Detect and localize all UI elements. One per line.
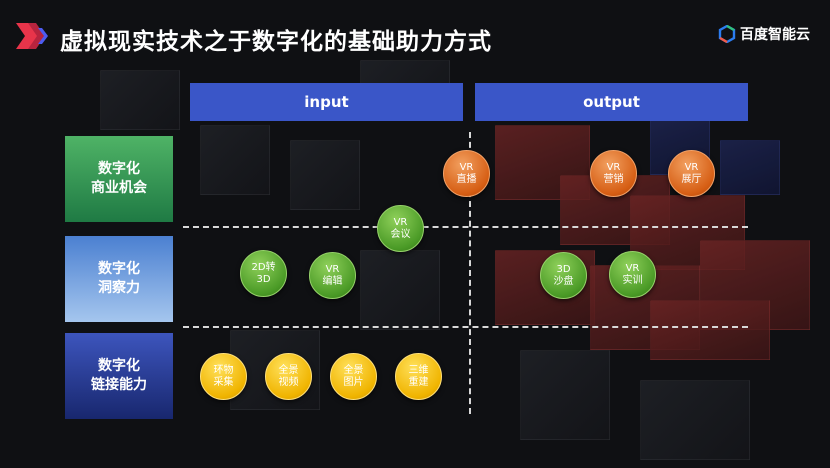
node-line1: VR <box>459 161 474 173</box>
node-line2: 编辑 <box>322 275 343 287</box>
node-line2: 会议 <box>390 228 411 240</box>
brand: 百度智能云 <box>718 24 810 44</box>
row-label-insight: 数字化 洞察力 <box>65 236 173 322</box>
row-label-line1: 数字化 <box>98 261 140 277</box>
node-line1: 2D转 <box>251 261 276 273</box>
node-panoramic-video: 全景 视频 <box>265 353 312 400</box>
node-line2: 直播 <box>456 173 477 185</box>
node-line1: VR <box>684 161 699 173</box>
column-header-input: input <box>190 83 463 121</box>
node-line1: VR <box>606 161 621 173</box>
row-label-line2: 链接能力 <box>91 377 147 393</box>
node-vr-training: VR 实训 <box>609 251 656 298</box>
node-line1: 全景 <box>343 364 364 376</box>
brand-name: 百度智能云 <box>740 27 810 43</box>
node-line1: VR <box>625 262 640 274</box>
node-line1: VR <box>325 263 340 275</box>
node-vr-marketing: VR 营销 <box>590 150 637 197</box>
row-label-connectivity: 数字化 链接能力 <box>65 333 173 419</box>
node-line2: 3D <box>256 273 271 285</box>
page-title: 虚拟现实技术之于数字化的基础助力方式 <box>60 29 492 55</box>
row-divider <box>183 226 748 228</box>
node-vr-live: VR 直播 <box>443 150 490 197</box>
node-line2: 沙盘 <box>553 275 574 287</box>
node-panoramic-image: 全景 图片 <box>330 353 377 400</box>
baidu-cloud-hexagon-icon <box>718 25 736 43</box>
node-line2: 重建 <box>408 376 429 388</box>
node-vr-edit: VR 编辑 <box>309 252 356 299</box>
node-3d-reconstruction: 三维 重建 <box>395 353 442 400</box>
row-label-business-opportunity: 数字化 商业机会 <box>65 136 173 222</box>
node-line2: 图片 <box>343 376 364 388</box>
row-label-line1: 数字化 <box>98 161 140 177</box>
node-line1: 3D <box>556 263 571 275</box>
row-label-line2: 商业机会 <box>91 180 147 196</box>
node-2d-to-3d: 2D转 3D <box>240 250 287 297</box>
node-line2: 视频 <box>278 376 299 388</box>
node-line2: 营销 <box>603 173 624 185</box>
column-divider <box>469 132 471 414</box>
node-line1: 环物 <box>213 364 234 376</box>
node-line1: 全景 <box>278 364 299 376</box>
row-label-line1: 数字化 <box>98 358 140 374</box>
node-line2: 采集 <box>213 376 234 388</box>
node-3d-sandbox: 3D 沙盘 <box>540 252 587 299</box>
column-header-output: output <box>475 83 748 121</box>
node-line1: VR <box>393 216 408 228</box>
node-line2: 实训 <box>622 274 643 286</box>
node-vr-meeting: VR 会议 <box>377 205 424 252</box>
node-vr-exhibition: VR 展厅 <box>668 150 715 197</box>
node-object-capture: 环物 采集 <box>200 353 247 400</box>
node-line1: 三维 <box>408 364 429 376</box>
node-line2: 展厅 <box>681 173 702 185</box>
double-chevron-logo-icon <box>16 23 48 49</box>
row-label-line2: 洞察力 <box>98 280 140 296</box>
row-divider <box>183 326 748 328</box>
